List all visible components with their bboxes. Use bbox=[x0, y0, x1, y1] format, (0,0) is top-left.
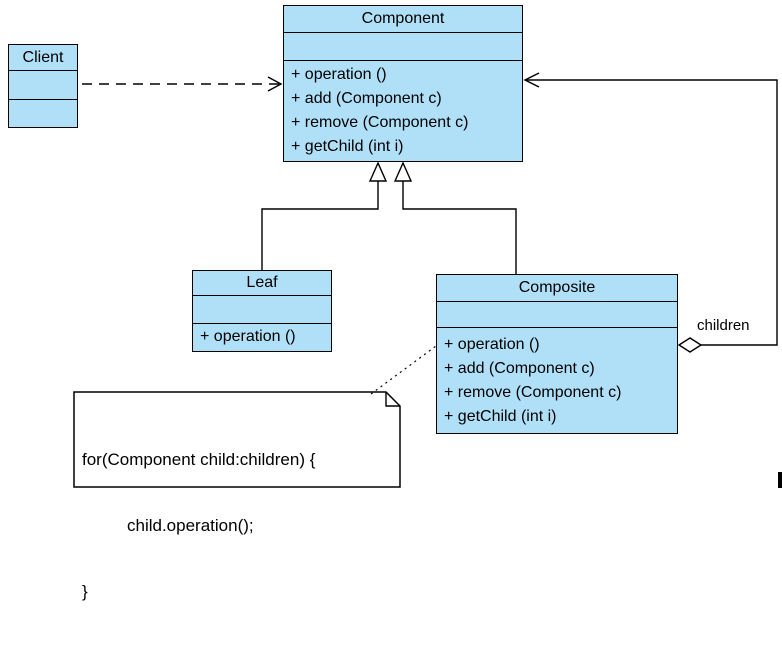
class-box-composite: Composite + operation () + add (Componen… bbox=[436, 274, 678, 434]
method-label: + operation () bbox=[200, 328, 296, 345]
class-title-leaf: Leaf bbox=[193, 271, 331, 296]
note-anchor-line bbox=[370, 345, 437, 395]
class-box-component: Component + operation () + add (Componen… bbox=[283, 5, 523, 162]
class-title-client: Client bbox=[9, 45, 77, 71]
class-title-component: Component bbox=[284, 6, 522, 33]
methods-compartment-client bbox=[9, 100, 77, 127]
method-label: + operation () bbox=[444, 336, 540, 353]
method-label: + getChild (int i) bbox=[444, 408, 557, 425]
methods-compartment-composite: + operation () + add (Component c) + rem… bbox=[437, 328, 677, 433]
class-title-composite: Composite bbox=[437, 275, 677, 302]
method-label: + add (Component c) bbox=[291, 90, 442, 107]
method-label: + operation () bbox=[291, 66, 387, 83]
uml-diagram-canvas: Client Component + operation () + add (C… bbox=[8, 5, 782, 601]
note-code-line: for(Component child:children) { bbox=[82, 450, 316, 469]
stray-mark bbox=[778, 472, 782, 488]
aggregation-composite-component bbox=[523, 72, 778, 353]
attributes-compartment-leaf bbox=[193, 296, 331, 324]
generalization-line bbox=[402, 181, 517, 274]
uml-note-shape bbox=[73, 391, 401, 488]
methods-compartment-leaf: + operation () bbox=[193, 324, 331, 351]
aggregation-diamond-icon bbox=[677, 337, 703, 353]
attributes-compartment-composite bbox=[437, 302, 677, 328]
generalization-triangle-icon bbox=[393, 161, 413, 182]
aggregation-arrowhead-icon bbox=[523, 72, 540, 88]
aggregation-line bbox=[526, 79, 778, 346]
generalization-leaf-component bbox=[261, 161, 388, 270]
note-code-line: } bbox=[82, 582, 88, 601]
association-role-label-children: children bbox=[697, 317, 750, 334]
class-box-client: Client bbox=[8, 44, 78, 128]
methods-compartment-component: + operation () + add (Component c) + rem… bbox=[284, 61, 522, 161]
attributes-compartment-component bbox=[284, 33, 522, 61]
attributes-compartment-client bbox=[9, 71, 77, 100]
generalization-composite-component bbox=[393, 161, 517, 274]
method-label: + remove (Component c) bbox=[444, 384, 622, 401]
class-box-leaf: Leaf + operation () bbox=[192, 270, 332, 352]
connector-layer bbox=[73, 72, 782, 488]
dependency-client-component bbox=[82, 76, 283, 92]
note-code-line: child.operation(); bbox=[127, 516, 254, 535]
method-label: + add (Component c) bbox=[444, 360, 595, 377]
note-code-text: for(Component child:children) { child.op… bbox=[82, 405, 392, 647]
generalization-line bbox=[261, 181, 379, 270]
generalization-triangle-icon bbox=[368, 161, 388, 182]
dependency-arrowhead-icon bbox=[267, 76, 283, 92]
note-outline bbox=[73, 391, 401, 488]
method-label: + remove (Component c) bbox=[291, 114, 469, 131]
method-label: + getChild (int i) bbox=[291, 138, 404, 155]
note-fold-icon bbox=[385, 392, 400, 407]
